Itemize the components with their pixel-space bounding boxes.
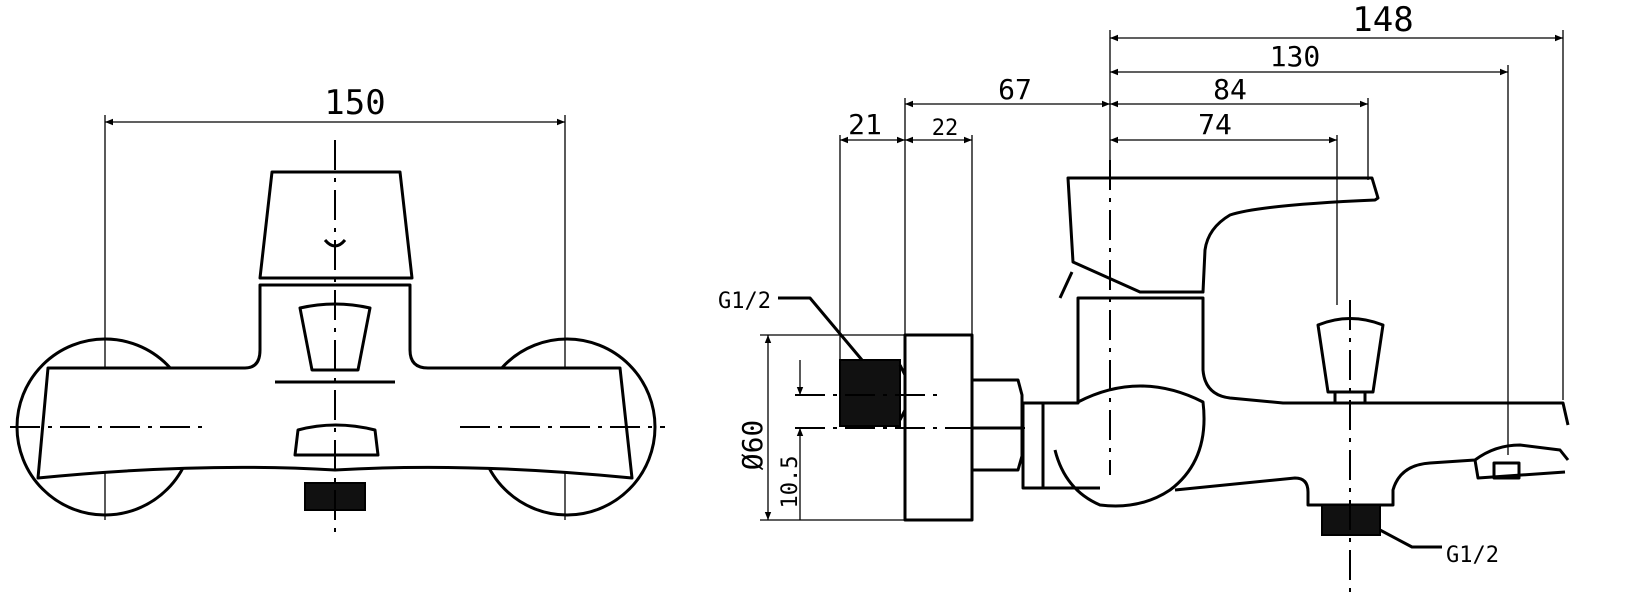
front-lever bbox=[258, 170, 414, 280]
side-body-top bbox=[1043, 296, 1570, 426]
inlet-thread-label: G1/2 bbox=[718, 289, 771, 314]
outlet-leader bbox=[1379, 528, 1442, 549]
front-spout-outlet bbox=[293, 423, 380, 457]
dim-10-5-label: 10.5 bbox=[778, 456, 803, 509]
front-diverter-knob bbox=[298, 302, 372, 372]
dim-21-label: 21 bbox=[848, 108, 882, 141]
dim-148-label: 148 bbox=[1352, 0, 1413, 40]
outlet-thread-label: G1/2 bbox=[1446, 543, 1499, 568]
dim-diameter-60-label: Ø60 bbox=[736, 420, 769, 471]
side-body-bottom bbox=[1043, 443, 1570, 507]
inlet-thread bbox=[839, 359, 901, 427]
dim-150-label: 150 bbox=[324, 83, 385, 123]
side-lever bbox=[1066, 176, 1380, 294]
dim-130-label: 130 bbox=[1270, 40, 1321, 73]
dim-74-label: 74 bbox=[1198, 108, 1232, 141]
front-view: 150 bbox=[10, 83, 665, 540]
hex-nut bbox=[970, 378, 1024, 472]
inlet-leader bbox=[778, 296, 864, 361]
dim-84-label: 84 bbox=[1213, 73, 1247, 106]
dim-22-label: 22 bbox=[932, 116, 959, 141]
dim-67-label: 67 bbox=[998, 73, 1032, 106]
side-diverter-knob bbox=[1316, 317, 1385, 394]
side-view: 148 130 84 74 67 21 22 Ø60 10.5 G1/2 G1/… bbox=[718, 0, 1570, 595]
